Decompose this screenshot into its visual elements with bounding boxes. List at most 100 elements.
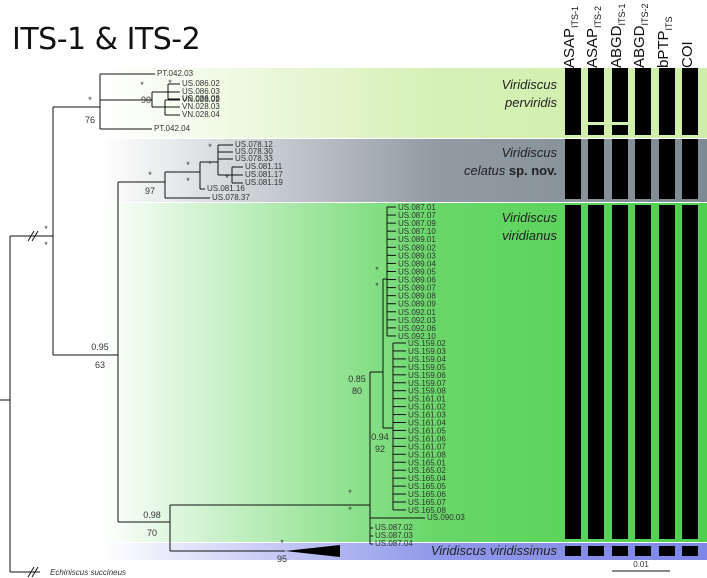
column-header-3: ABGDITS-2 — [631, 0, 654, 70]
branch-break-mark — [27, 230, 39, 242]
scale-label: 0.01 — [633, 560, 649, 569]
column-header-text: ASAPITS-2 — [584, 6, 603, 68]
branch-break-mark — [27, 566, 39, 578]
tip-label: US.087.01 — [398, 203, 436, 212]
support-value: * — [186, 176, 190, 186]
tip-label: US.089.07 — [398, 284, 436, 293]
support-value: * — [348, 488, 352, 498]
tip-label: US.081.17 — [245, 170, 283, 179]
delimitation-bar-viridianus — [612, 205, 628, 539]
tip-label: US.086.02 — [182, 79, 220, 88]
tip-label: US.092.06 — [398, 324, 436, 333]
clade-genus: Viridiscus — [501, 77, 557, 92]
tip-label: US.161.03 — [408, 411, 446, 420]
tip-label: US.159.02 — [408, 339, 446, 348]
support-value: * — [148, 170, 152, 180]
column-method: ASAP — [561, 27, 578, 68]
clade-label-perviridis: Viridiscus perviridis — [502, 76, 557, 112]
support-value: * — [208, 142, 212, 152]
tip-label: US.087.10 — [398, 227, 436, 236]
column-header-text: ABGDITS-1 — [608, 3, 627, 68]
tip-label: US.090.03 — [427, 513, 465, 522]
support-value: 95 — [277, 554, 287, 564]
support-value: * — [375, 281, 379, 291]
tip-label: US.078.33 — [235, 154, 273, 163]
column-header-label: bPTPITS — [655, 16, 674, 68]
support-value: * — [375, 265, 379, 275]
tip-label: US.089.06 — [398, 276, 436, 285]
tip-label: US.087.02 — [375, 523, 413, 532]
column-method: ABGD — [608, 25, 625, 68]
clade-band-celatus — [100, 139, 707, 202]
support-value: 63 — [95, 360, 105, 370]
tip-label: US.089.09 — [398, 300, 436, 309]
delimitation-bar-perviridis — [565, 68, 581, 135]
tip-label: US.161.04 — [408, 419, 446, 428]
tip-label: VN.028.04 — [182, 110, 220, 119]
clade-band-viridissimus — [100, 543, 707, 560]
support-value: 0.85 — [348, 374, 366, 384]
tip-label: US.078.30 — [235, 147, 273, 156]
delimitation-bar-viridianus — [588, 205, 604, 539]
tip-label: US.161.06 — [408, 434, 446, 443]
clade-label-celatus: Viridiscus celatus sp. nov. — [464, 144, 557, 180]
tip-label: US.161.05 — [408, 426, 446, 435]
column-header-label: ABGDITS-1 — [608, 3, 627, 68]
column-header-text: COI — [679, 41, 697, 68]
tip-label: US.161.01 — [408, 395, 446, 404]
tip-label: US.078.12 — [235, 140, 273, 149]
tip-label: US.159.05 — [408, 363, 446, 372]
delimitation-bar-viridissimus — [565, 546, 581, 556]
column-header-label: ASAPITS-2 — [584, 6, 603, 68]
clade-label-viridissimus: Viridiscus viridissimus — [431, 542, 557, 560]
tip-label: US.089.01 — [398, 235, 436, 244]
column-header-text: bPTPITS — [655, 16, 674, 68]
tip-label: US.165.05 — [408, 482, 446, 491]
column-header-text: ABGDITS-2 — [631, 3, 650, 68]
support-value: 0.98 — [143, 510, 161, 520]
delimitation-bar-perviridis — [612, 68, 628, 122]
column-header-2: ABGDITS-1 — [608, 0, 631, 70]
tip-label: US.159.04 — [408, 355, 446, 364]
column-method: COI — [679, 41, 696, 68]
tip-label: US.165.08 — [408, 506, 446, 515]
delimitation-bar-viridissimus — [659, 546, 675, 556]
tip-label: US.161.07 — [408, 442, 446, 451]
tip-label: US.081.16 — [207, 184, 245, 193]
support-value: * — [348, 505, 352, 515]
clade-genus: Viridiscus — [501, 210, 557, 225]
tip-label: US.165.06 — [408, 490, 446, 499]
column-marker: ITS-2 — [640, 3, 650, 26]
tip-label: US.089.03 — [398, 251, 436, 260]
clade-label-viridianus: Viridiscus viridianus — [502, 209, 557, 245]
figure-title: ITS-1 & ITS-2 — [12, 22, 201, 57]
tip-label: US.081.19 — [245, 178, 283, 187]
delimitation-bar-viridissimus — [588, 546, 604, 556]
tip-label: US.086.06 — [182, 94, 220, 103]
delimitation-bar-celatus — [588, 139, 604, 199]
delimitation-bar-celatus — [612, 139, 628, 199]
column-method: ASAP — [584, 27, 601, 68]
delimitation-bar-perviridis — [682, 68, 698, 135]
support-value: * — [186, 160, 190, 170]
support-value: 92 — [375, 444, 385, 454]
delimitation-bar-perviridis-split — [612, 125, 628, 135]
column-header-4: bPTPITS — [655, 0, 678, 70]
support-value: * — [168, 78, 172, 88]
delimitation-bar-viridianus — [565, 205, 581, 539]
clade-suffix: sp. nov. — [508, 163, 557, 178]
support-value: 80 — [352, 386, 362, 396]
tip-label: US.089.05 — [398, 267, 436, 276]
outgroup-label: Echiniscus succineus — [50, 568, 126, 577]
column-header-text: ASAPITS-1 — [561, 6, 580, 68]
column-method: ABGD — [631, 25, 648, 68]
column-method: bPTP — [655, 30, 672, 68]
column-marker: ITS-2 — [593, 5, 603, 28]
column-marker: ITS-1 — [570, 5, 580, 28]
tip-label: VN.028.02 — [182, 95, 220, 104]
clade-species: celatus — [464, 163, 506, 178]
support-value: * — [280, 538, 284, 548]
tip-label: US.089.04 — [398, 259, 436, 268]
column-header-1: ASAPITS-2 — [584, 0, 607, 70]
